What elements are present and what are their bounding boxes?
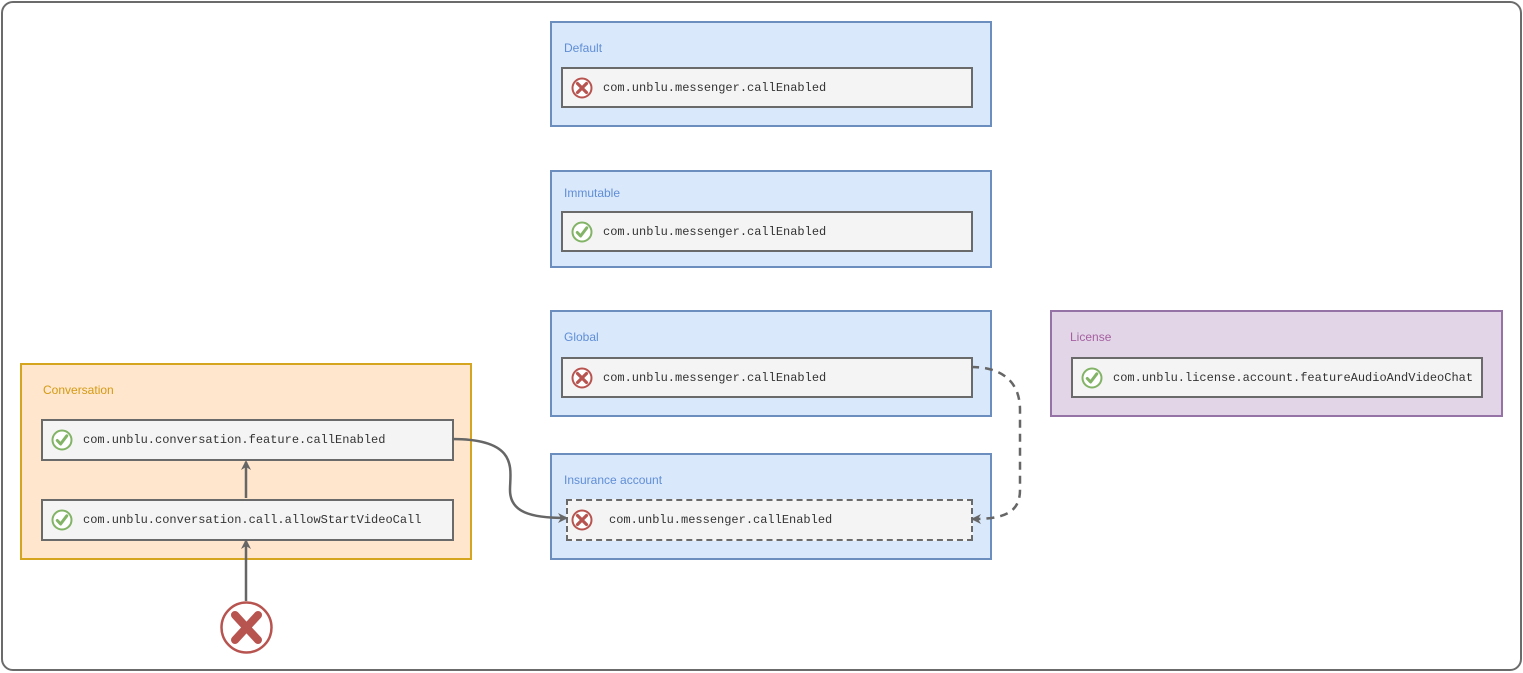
x-circle-icon xyxy=(571,367,593,388)
setting-label: com.unblu.messenger.callEnabled xyxy=(603,80,827,95)
group-default: Default com.unblu.messenger.callEnabled xyxy=(550,21,992,127)
group-title: License xyxy=(1070,330,1112,344)
group-title: Default xyxy=(564,41,603,55)
setting-label: com.unblu.conversation.feature.callEnabl… xyxy=(83,433,386,447)
setting-item[interactable]: com.unblu.messenger.callEnabled xyxy=(561,67,973,108)
setting-label: com.unblu.messenger.callEnabled xyxy=(603,224,827,239)
group-license: License com.unblu.license.account.featur… xyxy=(1050,310,1503,417)
check-circle-icon xyxy=(1081,367,1103,388)
group-title: Conversation xyxy=(43,383,114,397)
setting-label: com.unblu.conversation.call.allowStartVi… xyxy=(83,513,422,527)
group-conversation: Conversation com.unblu.conversation.feat… xyxy=(20,363,472,560)
group-title: Global xyxy=(564,330,599,344)
setting-item[interactable]: com.unblu.messenger.callEnabled xyxy=(561,211,973,252)
check-circle-icon xyxy=(571,221,593,242)
setting-item[interactable]: com.unblu.messenger.callEnabled xyxy=(566,499,973,541)
group-title: Insurance account xyxy=(564,473,663,487)
setting-item[interactable]: com.unblu.messenger.callEnabled xyxy=(561,357,973,398)
setting-item[interactable]: com.unblu.conversation.feature.callEnabl… xyxy=(41,419,454,461)
setting-item[interactable]: com.unblu.license.account.featureAudioAn… xyxy=(1071,357,1483,398)
large-x-circle-icon xyxy=(220,601,273,654)
x-circle-icon xyxy=(571,509,593,531)
setting-item[interactable]: com.unblu.conversation.call.allowStartVi… xyxy=(41,499,454,541)
group-immutable: Immutable com.unblu.messenger.callEnable… xyxy=(550,170,992,268)
check-circle-icon xyxy=(51,429,73,451)
group-title: Immutable xyxy=(564,186,621,200)
setting-label: com.unblu.license.account.featureAudioAn… xyxy=(1113,370,1474,385)
check-circle-icon xyxy=(51,509,73,531)
x-circle-icon xyxy=(571,77,593,98)
setting-label: com.unblu.messenger.callEnabled xyxy=(603,370,827,385)
group-insurance-account: Insurance account com.unblu.messenger.ca… xyxy=(550,453,992,560)
setting-label: com.unblu.messenger.callEnabled xyxy=(609,513,833,527)
group-global: Global com.unblu.messenger.callEnabled xyxy=(550,310,992,417)
